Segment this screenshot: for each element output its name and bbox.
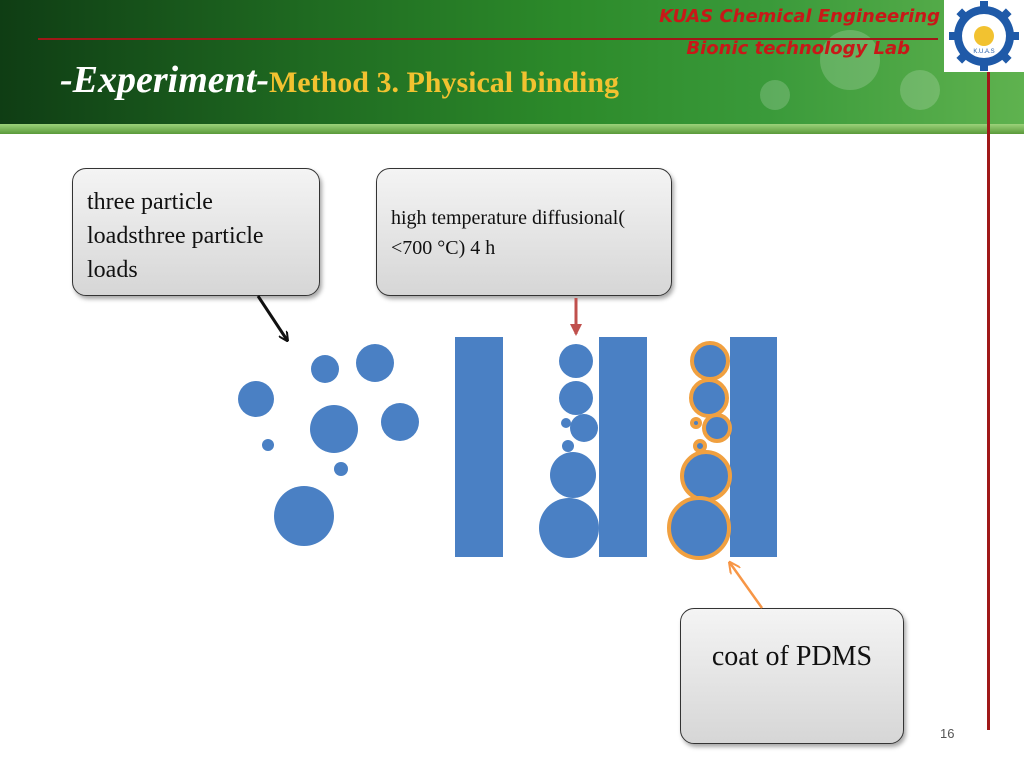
gear-logo-icon: K.U.A.S bbox=[949, 1, 1019, 71]
particle bbox=[559, 381, 593, 415]
substrate-plate bbox=[599, 337, 647, 557]
coated-particle bbox=[680, 450, 732, 502]
affiliation-line-1: KUAS Chemical Engineering bbox=[659, 6, 940, 27]
header-bokeh bbox=[820, 30, 880, 90]
slide-title: -Experiment-Method 3. Physical binding bbox=[60, 58, 619, 102]
callout-pdms-coat: coat of PDMS bbox=[680, 608, 904, 744]
loose-particles bbox=[238, 344, 419, 546]
right-margin-rule bbox=[987, 72, 990, 730]
particle bbox=[310, 405, 358, 453]
particle bbox=[274, 486, 334, 546]
coated-particle bbox=[690, 341, 730, 381]
header-bottom-band bbox=[0, 124, 1024, 134]
particle bbox=[570, 414, 598, 442]
particle bbox=[238, 381, 274, 417]
coated-particle bbox=[667, 496, 731, 560]
coated-particle bbox=[689, 378, 729, 418]
particle bbox=[550, 452, 596, 498]
slide-number: 16 bbox=[940, 726, 955, 741]
particle bbox=[334, 462, 348, 476]
particle bbox=[539, 498, 599, 558]
header-rule bbox=[38, 38, 938, 40]
coated-particle bbox=[702, 413, 732, 443]
particle bbox=[381, 403, 419, 441]
kuas-logo: K.U.A.S bbox=[944, 0, 1024, 72]
coated-particle bbox=[693, 439, 707, 453]
header-bokeh bbox=[760, 80, 790, 110]
particle bbox=[559, 344, 593, 378]
affiliation-line-2: Bionic technology Lab bbox=[686, 38, 910, 59]
coated-stage bbox=[667, 337, 777, 560]
header-banner: KUAS Chemical Engineering Bionic technol… bbox=[0, 0, 1024, 134]
particle bbox=[311, 355, 339, 383]
substrate-plate bbox=[730, 337, 777, 557]
coated-particle bbox=[690, 417, 702, 429]
substrate-plate bbox=[455, 337, 503, 557]
logo-lettering: K.U.A.S bbox=[973, 49, 994, 55]
callout-particle-loads: three particle loadsthree particle loads bbox=[72, 168, 320, 296]
arrow-to-particles bbox=[256, 295, 287, 340]
particle bbox=[561, 418, 571, 428]
arrow-to-coating bbox=[730, 563, 764, 609]
header-bokeh bbox=[900, 70, 940, 110]
slide-title-main: -Experiment- bbox=[60, 59, 269, 101]
particle bbox=[356, 344, 394, 382]
particle bbox=[262, 439, 274, 451]
particle bbox=[562, 440, 574, 452]
slide-title-sub: Method 3. Physical binding bbox=[268, 66, 620, 99]
callout-diffusion: high temperature diffusional( <700 °C) 4… bbox=[376, 168, 672, 296]
diffusion-stage bbox=[455, 337, 647, 558]
